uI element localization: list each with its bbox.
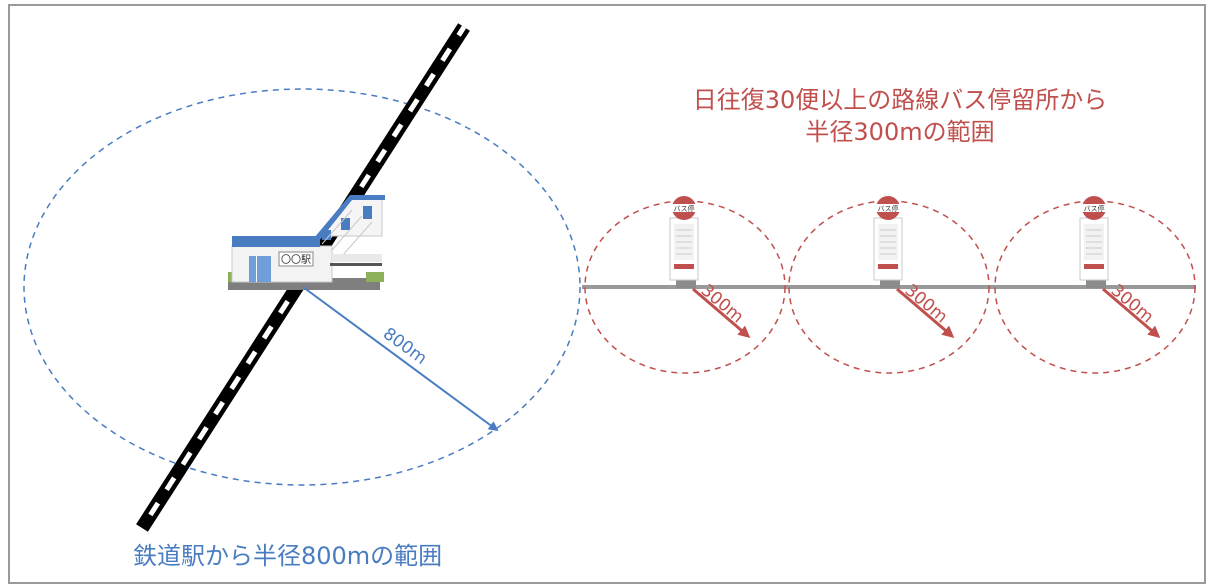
bus-caption-line-1: 日往復30便以上の路線バス停留所から (692, 86, 1108, 114)
bus-stop (788, 196, 990, 374)
station-building (228, 195, 385, 290)
bus-stop (584, 196, 786, 374)
bus-stop-sign-text: バス停 (878, 204, 899, 213)
station-coverage-caption: 鉄道駅から半径800mの範囲 (133, 542, 443, 570)
bus-stop-coverage-circle (584, 200, 786, 374)
bus-stop-sign-text: バス停 (674, 204, 695, 213)
bus-stop (994, 196, 1196, 374)
bus-coverage-caption: 日往復30便以上の路線バス停留所から 半径300mの範囲 (640, 84, 1160, 148)
diagram-frame (8, 4, 1206, 584)
station-radius-arrow (302, 286, 499, 432)
station-sign-text: 〇〇駅 (281, 254, 311, 266)
station-coverage-circle (23, 88, 581, 486)
bus-stop-coverage-circle (788, 200, 990, 374)
bus-caption-line-2: 半径300mの範囲 (805, 118, 995, 146)
bus-stop-coverage-circle (994, 200, 1196, 374)
bus-stop-sign-text: バス停 (1084, 204, 1105, 213)
